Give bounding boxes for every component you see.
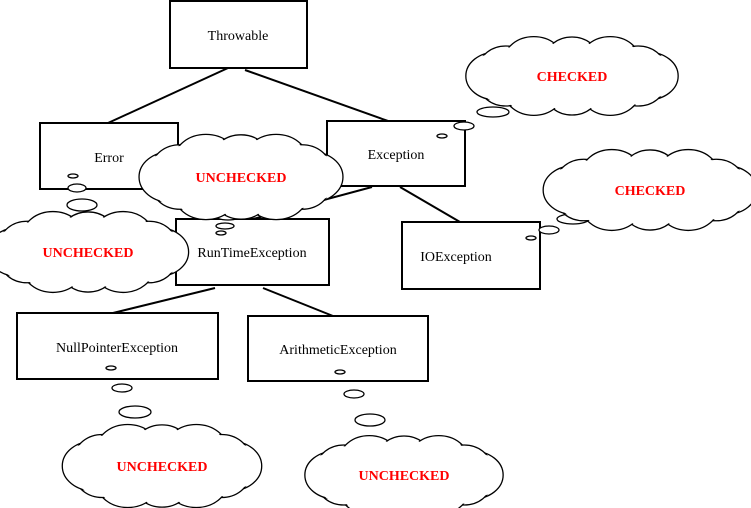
thought-bubble bbox=[118, 405, 152, 419]
tag-nullpointer: UNCHECKED bbox=[116, 460, 207, 475]
label-error: Error bbox=[94, 151, 124, 166]
tag-arithmetic: UNCHECKED bbox=[358, 469, 449, 484]
edge-runtime-nullpointer bbox=[112, 287, 216, 314]
thought-bubble bbox=[436, 133, 448, 139]
node-nullpointer-exception bbox=[16, 312, 219, 380]
thought-bubble bbox=[67, 183, 87, 193]
thought-bubble bbox=[538, 225, 560, 235]
tag-runtime: UNCHECKED bbox=[42, 246, 133, 261]
thought-bubble bbox=[66, 198, 98, 212]
cloud-callout-nullpointer: UNCHECKED bbox=[61, 365, 263, 508]
cloud-callout-ioexception: CHECKED bbox=[525, 148, 751, 241]
thought-bubble bbox=[111, 383, 133, 393]
label-exception: Exception bbox=[368, 148, 425, 163]
cloud-callout-runtime: UNCHECKED bbox=[0, 173, 190, 294]
thought-bubble bbox=[215, 230, 227, 236]
node-ioexception bbox=[401, 221, 541, 290]
edge-exception-ioexception bbox=[399, 186, 461, 223]
edge-runtime-arithmetic bbox=[262, 287, 334, 317]
cloud-callout-exception: CHECKED bbox=[436, 36, 679, 139]
thought-bubble bbox=[354, 413, 386, 427]
cloud-callout-error: UNCHECKED bbox=[138, 133, 344, 236]
tag-exception: CHECKED bbox=[537, 70, 608, 85]
thought-bubble bbox=[525, 235, 537, 241]
thought-bubble bbox=[453, 121, 475, 131]
label-nullpointer-exception: NullPointerException bbox=[56, 341, 178, 356]
node-throwable bbox=[169, 0, 308, 69]
label-ioexception: IOException bbox=[420, 250, 492, 265]
thought-bubble bbox=[476, 106, 510, 118]
thought-bubble bbox=[343, 389, 365, 399]
tag-ioexception: CHECKED bbox=[615, 184, 686, 199]
node-exception bbox=[326, 120, 466, 187]
thought-bubble bbox=[215, 222, 235, 230]
edge-throwable-error bbox=[107, 67, 229, 124]
thought-bubble bbox=[67, 173, 79, 179]
label-runtime-exception: RunTimeException bbox=[197, 246, 306, 261]
label-arithmetic-exception: ArithmeticException bbox=[279, 343, 396, 358]
edge-throwable-exception bbox=[244, 69, 389, 122]
thought-bubble bbox=[105, 365, 117, 371]
thought-bubble bbox=[334, 369, 346, 375]
tag-error: UNCHECKED bbox=[195, 171, 286, 186]
cloud-callout-arithmetic: UNCHECKED bbox=[304, 369, 504, 508]
label-throwable: Throwable bbox=[208, 29, 269, 44]
